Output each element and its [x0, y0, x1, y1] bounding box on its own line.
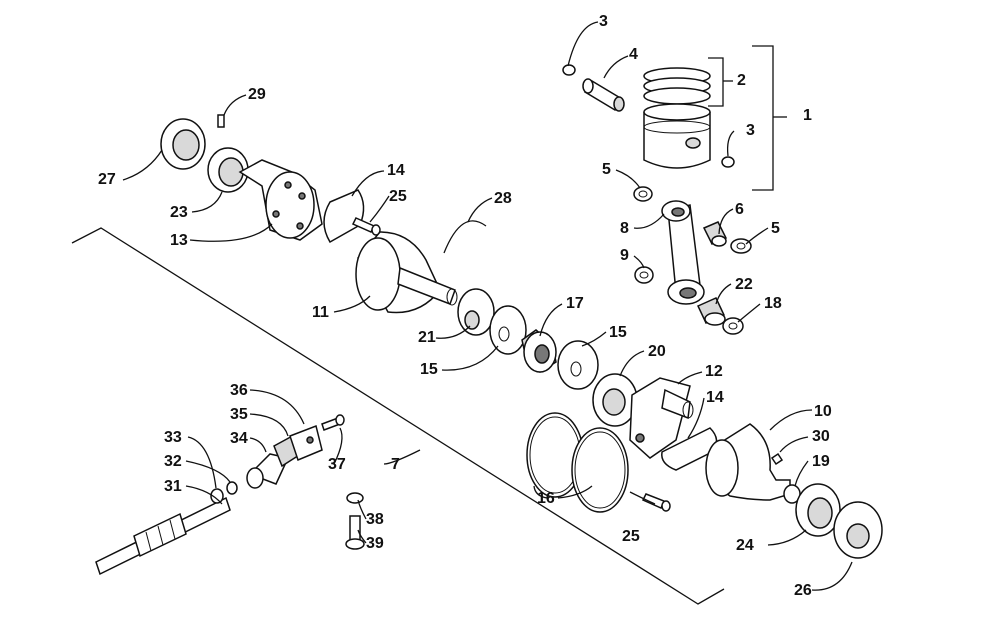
part-label: 32 [164, 453, 182, 470]
part-labels: 1 2 3 3 4 5 5 6 7 8 9 10 11 12 13 14 14 … [98, 13, 832, 599]
part-label: 9 [620, 247, 629, 264]
drive-shaft-group [95, 414, 365, 576]
bolt-39 [349, 515, 361, 541]
part-label: 29 [248, 86, 266, 103]
thrust-washer-right [730, 238, 752, 254]
part-label: 4 [629, 46, 638, 63]
seal-ring-28 [443, 220, 487, 254]
part-label: 1 [803, 107, 812, 124]
needle-bearing-17 [521, 329, 557, 373]
part-label: 14 [387, 162, 405, 179]
part-label: 6 [735, 201, 744, 218]
part-label: 16 [537, 490, 555, 507]
part-label: 5 [771, 220, 780, 237]
part-label: 13 [170, 232, 188, 249]
thrust-washer-upper [633, 186, 653, 202]
counterweight-plate-14-upper [323, 189, 365, 244]
part-label: 34 [230, 430, 248, 447]
bracket-1 [752, 45, 774, 191]
needle-bearing-small-end [702, 221, 728, 247]
part-label: 35 [230, 406, 248, 423]
crankshaft-assembly-outline [71, 227, 725, 605]
part-label: 39 [366, 535, 384, 552]
part-label: 37 [328, 456, 346, 473]
part-label: 25 [389, 188, 407, 205]
thrust-washer-lower [634, 266, 654, 284]
part-label: 7 [391, 456, 400, 473]
part-label: 30 [812, 428, 830, 445]
part-label: 12 [705, 363, 723, 380]
part-label: 17 [566, 295, 584, 312]
part-label: 22 [735, 276, 753, 293]
part-label: 5 [602, 161, 611, 178]
right-crank-half [629, 377, 883, 559]
part-label: 8 [620, 220, 629, 237]
bracket-2 [708, 57, 724, 107]
part-label: 27 [98, 171, 116, 188]
part-label: 15 [420, 361, 438, 378]
circlip-right [721, 156, 735, 168]
washer-38 [346, 492, 364, 504]
cover-36 [289, 424, 323, 462]
part-label: 33 [164, 429, 182, 446]
part-label: 31 [164, 478, 182, 495]
seal-ring-16-right [571, 427, 629, 513]
washer-33 [210, 488, 224, 504]
dowel-pin-29 [217, 114, 225, 128]
connecting-rod-group [633, 186, 752, 335]
part-label: 24 [736, 537, 754, 554]
part-label: 15 [609, 324, 627, 341]
part-label: 25 [622, 528, 640, 545]
part-label: 38 [366, 511, 384, 528]
part-label: 23 [170, 204, 188, 221]
part-label: 14 [706, 389, 724, 406]
piston-ring-lower [643, 87, 711, 105]
part-label: 3 [746, 122, 755, 139]
leader-lines [122, 21, 853, 591]
part-label: 2 [737, 72, 746, 89]
part-label: 19 [812, 453, 830, 470]
part-label: 26 [794, 582, 812, 599]
part-label: 18 [764, 295, 782, 312]
part-label: 28 [494, 190, 512, 207]
piston [643, 112, 711, 169]
piston-group [562, 45, 774, 191]
left-crank-half [160, 114, 458, 314]
part-label: 21 [418, 329, 436, 346]
needle-bearing-big-end [696, 297, 726, 326]
bolt-25-lower [641, 493, 665, 509]
middle-parts [443, 220, 638, 513]
circlip-top [562, 64, 576, 76]
thrust-washer-15-right [557, 340, 599, 390]
woodruff-key-30 [770, 452, 784, 466]
piston-pin [582, 78, 625, 112]
part-label: 10 [814, 403, 832, 420]
part-label: 3 [599, 13, 608, 30]
bolt-25-upper [351, 217, 376, 233]
part-label: 20 [648, 343, 666, 360]
part-label: 11 [312, 304, 329, 321]
o-ring-32 [226, 481, 238, 495]
part-label: 36 [230, 382, 248, 399]
